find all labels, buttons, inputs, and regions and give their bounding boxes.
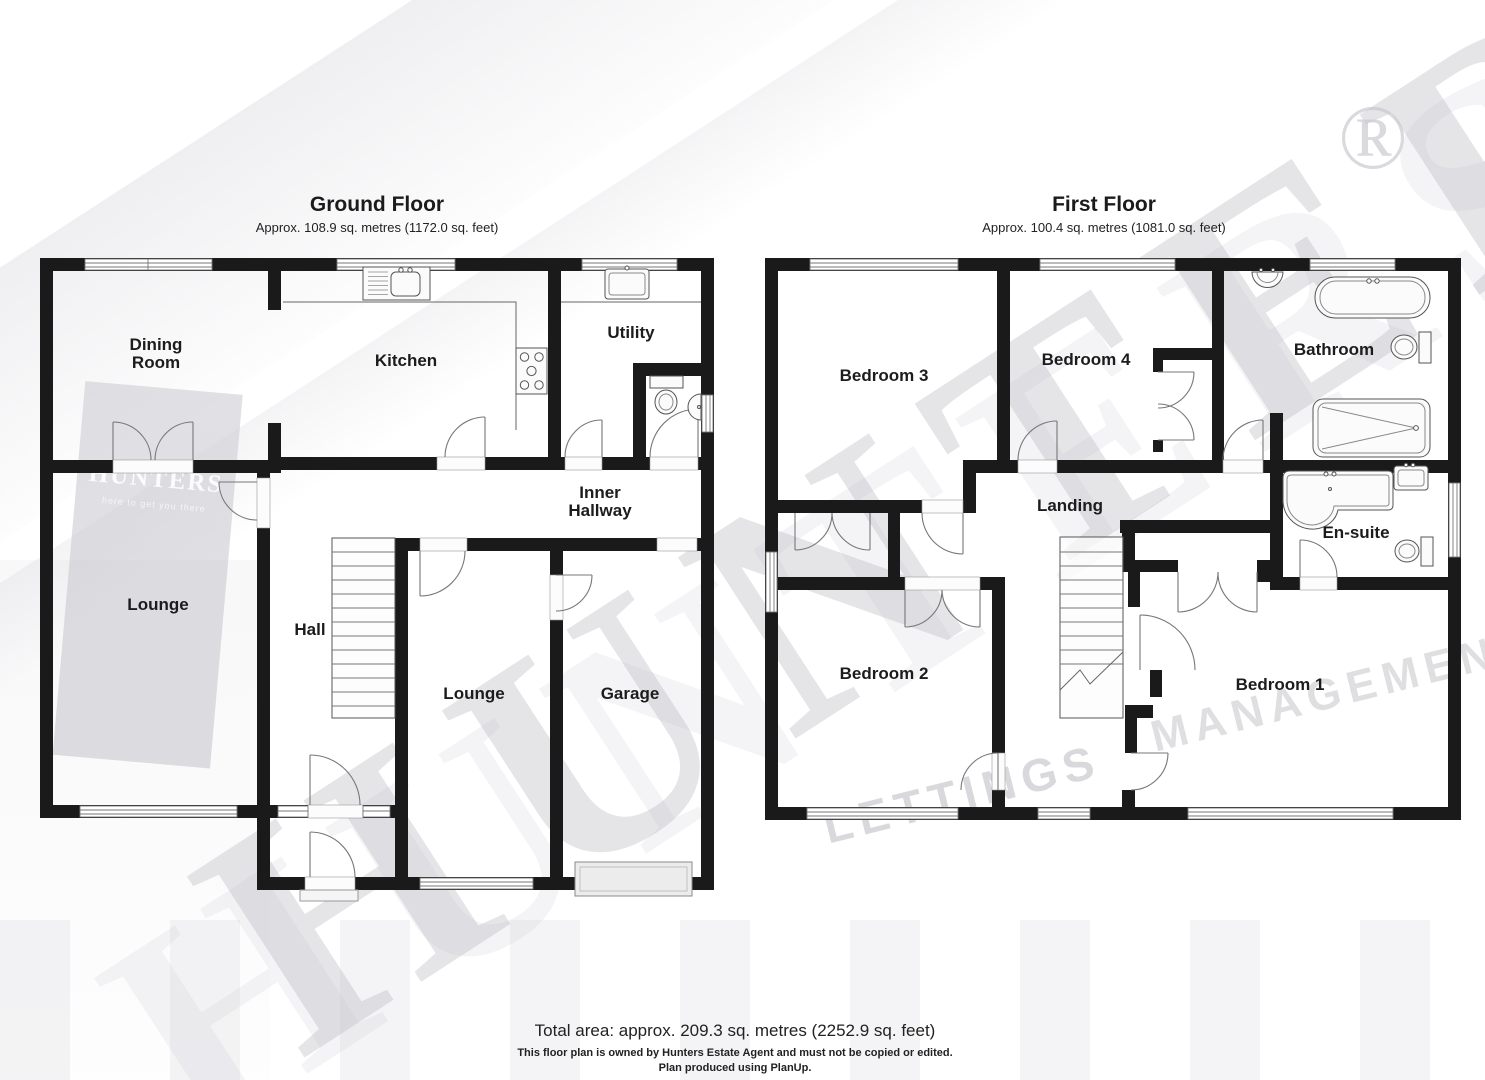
bedroom4-door — [1017, 420, 1058, 461]
room-label-kitchen: Kitchen — [374, 351, 438, 371]
wc-toilet — [649, 375, 684, 415]
room-label-bedroom-2: Bedroom 2 — [839, 664, 929, 684]
first-floor-fixtures — [1251, 267, 1434, 567]
first-floor-title: First Floor Approx. 100.4 sq. metres (10… — [982, 193, 1226, 235]
ensuite-window — [1448, 482, 1461, 558]
bedroom2-double-doors — [904, 589, 981, 628]
kitchen-sink — [362, 266, 431, 301]
utility-door — [564, 419, 603, 458]
ground-floor-title-text: Ground Floor — [309, 193, 445, 216]
ensuite-door — [1299, 539, 1338, 578]
garage-internal-door — [555, 574, 593, 612]
bedroom3-door — [921, 512, 964, 555]
room-label-garage: Garage — [600, 684, 660, 704]
room-label-bathroom: Bathroom — [1293, 340, 1375, 360]
porch-windows — [277, 805, 391, 818]
produced-with-text: Plan produced using PlanUp. — [658, 1062, 812, 1074]
first-floor-plan — [765, 258, 1461, 820]
bathroom-window — [1309, 258, 1396, 271]
dining-double-doors — [112, 421, 194, 461]
front-door — [309, 831, 356, 878]
first-floor-windows — [765, 258, 1461, 820]
first-floor-area-text: Approx. 100.4 sq. metres (1081.0 sq. fee… — [982, 220, 1226, 235]
bedroom1-side-door — [1139, 614, 1196, 671]
bedroom2-rear-door — [960, 752, 999, 791]
room-label-utility: Utility — [607, 323, 655, 343]
bedroom4-wardrobe-doors — [1157, 371, 1195, 441]
room-label-dining-room: Dining Room — [129, 335, 183, 372]
wc-basin — [687, 393, 702, 421]
wc-window — [701, 394, 714, 433]
ground-floor-windows — [79, 258, 714, 890]
bedroom1-double-doors — [1177, 571, 1258, 613]
room-label-inner-hallway: Inner Hallway — [568, 483, 632, 520]
first-floor-title-text: First Floor — [1052, 193, 1156, 216]
copyright-text: This floor plan is owned by Hunters Esta… — [517, 1047, 953, 1059]
room-label-bedroom-1: Bedroom 1 — [1235, 675, 1325, 695]
room-label-landing: Landing — [1036, 496, 1104, 516]
ensuite-toilet — [1394, 536, 1434, 567]
bedroom4-window — [1039, 258, 1176, 271]
landing-cupboard-doors — [794, 512, 871, 551]
garage-door — [574, 861, 693, 897]
bathroom-bath — [1314, 276, 1431, 319]
bathroom-toilet — [1390, 331, 1432, 364]
ground-floor-title: Ground Floor Approx. 108.9 sq. metres (1… — [256, 193, 499, 235]
left-wall-window — [765, 551, 778, 613]
porch-step — [299, 889, 359, 902]
room-label-lounge-front: Lounge — [127, 595, 189, 615]
room-label-bedroom-4: Bedroom 4 — [1041, 350, 1131, 370]
room-label-lounge-rear: Lounge — [443, 684, 505, 704]
utility-sink — [561, 265, 701, 303]
lounge-front-door — [218, 481, 258, 521]
bedroom3-window — [809, 258, 959, 271]
first-floor-stairs — [1059, 536, 1124, 719]
ensuite-basin — [1393, 462, 1429, 491]
bathroom-basin — [1251, 267, 1284, 288]
room-label-en-suite: En-suite — [1322, 523, 1390, 543]
lounge-rear-window — [419, 877, 534, 890]
bedroom1-lower-door — [1130, 752, 1169, 791]
ground-floor-stairs — [331, 537, 396, 719]
ground-floor-door-openings — [112, 456, 699, 891]
ground-floor-area-text: Approx. 108.9 sq. metres (1172.0 sq. fee… — [255, 220, 499, 235]
lounge-rear-door — [419, 550, 466, 597]
landing-window — [1037, 807, 1091, 820]
kitchen-door — [444, 416, 486, 458]
bedroom2-window — [806, 807, 959, 820]
bathroom-shower — [1312, 398, 1431, 458]
dining-window — [84, 258, 213, 271]
bedroom1-window — [1187, 807, 1394, 820]
ground-floor-plan — [40, 258, 714, 902]
porch-inner-door — [309, 754, 361, 806]
lounge-front-window — [79, 805, 238, 818]
bathroom-door — [1222, 419, 1264, 461]
ensuite-shower-bath — [1282, 470, 1394, 530]
room-label-hall: Hall — [294, 620, 326, 640]
hob — [515, 347, 548, 395]
wc-door — [649, 408, 699, 458]
total-area-text: Total area: approx. 209.3 sq. metres (22… — [534, 1021, 936, 1040]
room-label-bedroom-3: Bedroom 3 — [839, 366, 929, 386]
utility-window — [581, 258, 678, 271]
first-floor-doors — [794, 371, 1338, 791]
ground-floor-fixtures — [283, 265, 702, 902]
